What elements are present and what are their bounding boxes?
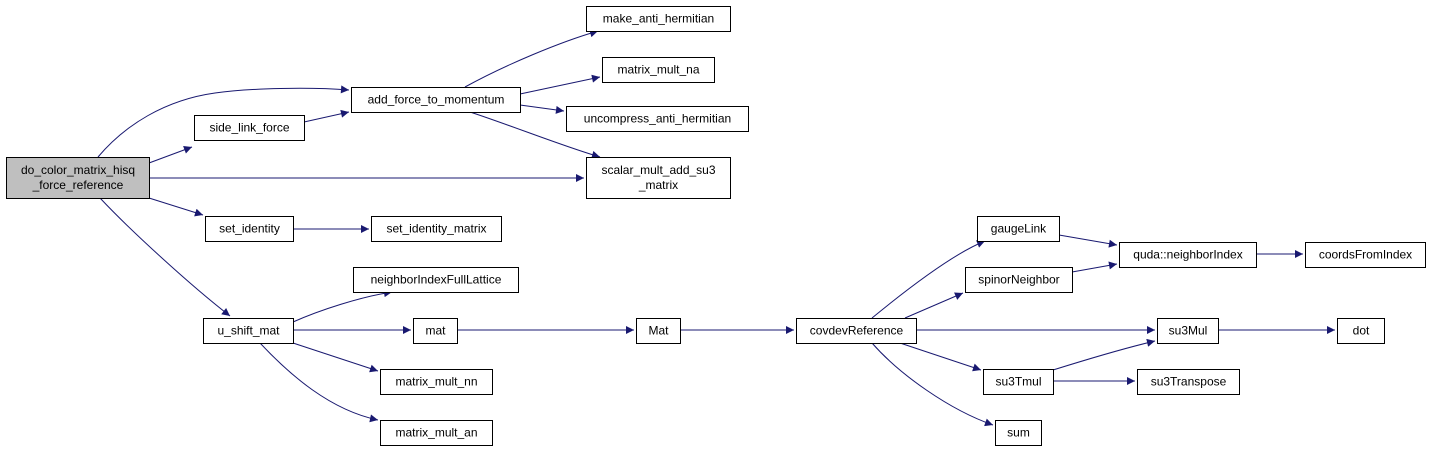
node-dot[interactable]: dot <box>1337 318 1385 344</box>
node-label: sum <box>1007 426 1030 440</box>
node-box <box>636 318 681 344</box>
node-label: mat <box>425 324 446 338</box>
node-label: matrix_mult_nn <box>395 375 477 389</box>
node-label: gaugeLink <box>991 222 1047 236</box>
edge-covdevReference-to-su3Tmul <box>899 342 982 372</box>
node-box <box>1337 318 1385 344</box>
node-box <box>566 106 749 132</box>
node-box <box>796 318 917 344</box>
edge-gaugeLink-to-neighborIndex <box>1058 234 1118 248</box>
node-matrix-mult-an[interactable]: matrix_mult_an <box>380 420 493 446</box>
node-label: spinorNeighbor <box>978 273 1059 287</box>
edge-side_link_force-to-add_force_to_momentum <box>303 109 350 123</box>
node-box <box>353 267 519 293</box>
node-root[interactable]: do_color_matrix_hisq_force_reference <box>6 157 150 199</box>
node-box <box>586 157 731 199</box>
node-neighborindexfulllattice[interactable]: neighborIndexFullLattice <box>353 267 519 293</box>
edge-add_force_to_momentum-to-scalar_mult_add_su3_matrix <box>469 111 601 159</box>
edge-u_shift_mat-to-matrix_mult_an <box>259 342 379 423</box>
edge-root-to-side_link_force <box>148 146 193 164</box>
node-label: matrix_mult_na <box>617 63 699 77</box>
node-label: dot <box>1353 324 1370 338</box>
node-side-link-force[interactable]: side_link_force <box>194 115 305 141</box>
node-neighborindex[interactable]: quda::neighborIndex <box>1119 242 1257 268</box>
node-label: make_anti_hermitian <box>603 12 714 26</box>
node-sum[interactable]: sum <box>995 420 1042 446</box>
node-label: coordsFromIndex <box>1319 248 1412 262</box>
node-su3mul[interactable]: su3Mul <box>1157 318 1219 344</box>
node-gaugelink[interactable]: gaugeLink <box>977 216 1060 242</box>
call-edges <box>97 29 1335 427</box>
node-box <box>1157 318 1219 344</box>
node-label: matrix_mult_an <box>395 426 477 440</box>
node-box <box>203 318 294 344</box>
node-label: neighborIndexFullLattice <box>371 273 502 287</box>
edge-covdevReference-to-sum <box>871 342 994 427</box>
node-set-identity-matrix[interactable]: set_identity_matrix <box>371 216 502 242</box>
node-label: set_identity_matrix <box>386 222 486 236</box>
node-label: su3Mul <box>1169 324 1208 338</box>
node-uncompress-anti-hermitian[interactable]: uncompress_anti_hermitian <box>566 106 749 132</box>
edge-add_force_to_momentum-to-make_anti_hermitian <box>464 29 599 88</box>
node-box <box>194 115 305 141</box>
node-label: quda::neighborIndex <box>1133 248 1242 262</box>
node-make-anti-hermitian[interactable]: make_anti_hermitian <box>586 6 731 32</box>
node-matrix-mult-na[interactable]: matrix_mult_na <box>602 57 715 83</box>
node-box <box>995 420 1042 446</box>
edge-u_shift_mat-to-neighborIndexFullLattice <box>292 289 393 323</box>
node-box <box>380 369 493 395</box>
node-label: _force_reference <box>32 178 124 192</box>
node-label: u_shift_mat <box>217 324 280 338</box>
node-box <box>413 318 458 344</box>
node-box <box>371 216 502 242</box>
node-label: covdevReference <box>810 324 904 338</box>
node-label: uncompress_anti_hermitian <box>584 112 731 126</box>
edge-add_force_to_momentum-to-uncompress_anti_hermitian <box>519 104 565 114</box>
node-label: do_color_matrix_hisq <box>21 163 135 177</box>
node-set-identity[interactable]: set_identity <box>205 216 294 242</box>
node-label: add_force_to_momentum <box>368 93 505 107</box>
node-su3tmul[interactable]: su3Tmul <box>983 369 1054 395</box>
edge-root-to-set_identity <box>148 197 204 217</box>
node-coordsfromindex[interactable]: coordsFromIndex <box>1305 242 1426 268</box>
node-box <box>1119 242 1257 268</box>
node-box <box>1137 369 1240 395</box>
node-spinorneighbor[interactable]: spinorNeighbor <box>965 267 1073 293</box>
edge-u_shift_mat-to-matrix_mult_nn <box>292 342 379 373</box>
node-label: scalar_mult_add_su3 <box>601 163 715 177</box>
node-add-force-to-momentum[interactable]: add_force_to_momentum <box>351 87 521 113</box>
edge-add_force_to_momentum-to-matrix_mult_na <box>519 74 601 95</box>
node-box <box>602 57 715 83</box>
edge-covdevReference-to-spinorNeighbor <box>904 292 964 319</box>
node-box <box>351 87 521 113</box>
node-box <box>965 267 1073 293</box>
edge-spinorNeighbor-to-neighborIndex <box>1071 261 1118 273</box>
edge-root-to-add_force_to_momentum <box>97 85 350 158</box>
node-scalar-mult-add-su3-matrix[interactable]: scalar_mult_add_su3_matrix <box>586 157 731 199</box>
node-label: set_identity <box>219 222 280 236</box>
node-box <box>380 420 493 446</box>
node-covdevreference[interactable]: covdevReference <box>796 318 917 344</box>
node-u-shift-mat[interactable]: u_shift_mat <box>203 318 294 344</box>
node-mat[interactable]: Mat <box>636 318 681 344</box>
node-box <box>205 216 294 242</box>
node-label: side_link_force <box>209 121 289 135</box>
node-box <box>586 6 731 32</box>
node-mat[interactable]: mat <box>413 318 458 344</box>
edge-root-to-u_shift_mat <box>99 197 231 317</box>
function-nodes: do_color_matrix_hisq_force_reference add_… <box>6 6 1426 446</box>
edge-su3Tmul-to-su3Mul <box>1052 338 1156 371</box>
edge-covdevReference-to-gaugeLink <box>871 240 986 319</box>
node-label: su3Transpose <box>1151 375 1227 389</box>
node-box <box>983 369 1054 395</box>
node-label: Mat <box>648 324 669 338</box>
node-box <box>6 157 150 199</box>
node-box <box>977 216 1060 242</box>
node-label: _matrix <box>638 178 678 192</box>
node-matrix-mult-nn[interactable]: matrix_mult_nn <box>380 369 493 395</box>
node-label: su3Tmul <box>995 375 1041 389</box>
node-box <box>1305 242 1426 268</box>
node-su3transpose[interactable]: su3Transpose <box>1137 369 1240 395</box>
